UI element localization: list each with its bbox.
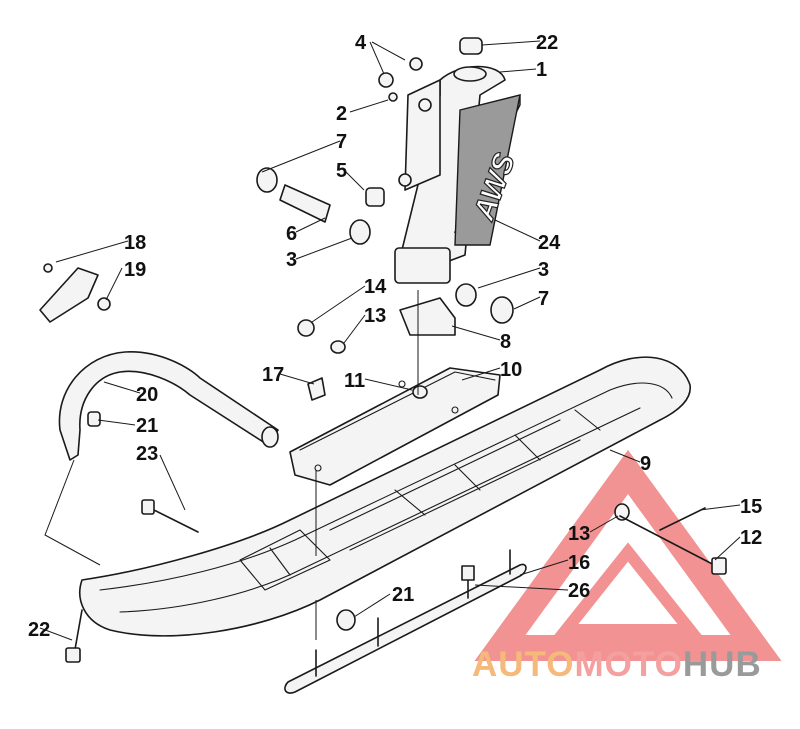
callout-23: 23 [136,443,158,465]
callout-7a: 7 [336,131,347,153]
leader-lines [39,40,741,641]
callout-12: 12 [740,527,762,549]
ski-loop [58,351,279,461]
callout-8: 8 [500,331,511,353]
callout-3a: 3 [286,249,297,271]
watermark-moto: MOTO [575,645,683,684]
callout-9: 9 [640,453,651,475]
bumper-block [399,297,456,336]
callout-2: 2 [336,103,347,125]
callout-labels: 4 22 1 2 7 5 6 3 24 3 7 8 14 13 10 11 17… [28,32,762,641]
callout-10: 10 [500,359,522,381]
bolts [65,499,727,663]
callout-26: 26 [568,580,590,602]
callout-6: 6 [286,223,297,245]
callout-4: 4 [355,32,367,54]
watermark-auto: AUTO [472,645,575,684]
ski-saddle [289,367,501,486]
callout-21b: 21 [392,584,414,606]
spindle-cap [459,37,483,55]
callout-20: 20 [136,384,158,406]
callout-13b: 13 [568,523,590,545]
callout-11: 11 [344,370,365,392]
callout-24: 24 [538,232,561,254]
callout-15: 15 [740,496,762,518]
callout-5: 5 [336,160,347,182]
callout-14: 14 [364,276,387,298]
callout-3b: 3 [538,259,549,281]
watermark-logo [474,449,782,661]
callout-13a: 13 [364,305,386,327]
svg-text:AUTOMOTOHUB: AUTOMOTOHUB [472,645,762,684]
callout-21a: 21 [136,415,158,437]
spindle: AWS [394,65,523,284]
hardware-small [87,319,630,631]
callout-25: 22 [536,32,558,54]
callout-16: 16 [568,552,590,574]
ski-body [79,356,691,637]
callout-7b: 7 [538,288,549,310]
callout-22: 22 [28,619,50,641]
callout-19: 19 [124,259,146,281]
wear-bar [284,549,527,694]
watermark-hub: HUB [683,645,762,684]
bushings-and-washers [256,57,514,324]
callout-1: 1 [536,59,547,81]
bracket [39,263,111,323]
callout-17: 17 [262,364,284,386]
watermark-text: AUTOMOTOHUB [472,645,762,684]
callout-18: 18 [124,232,146,254]
